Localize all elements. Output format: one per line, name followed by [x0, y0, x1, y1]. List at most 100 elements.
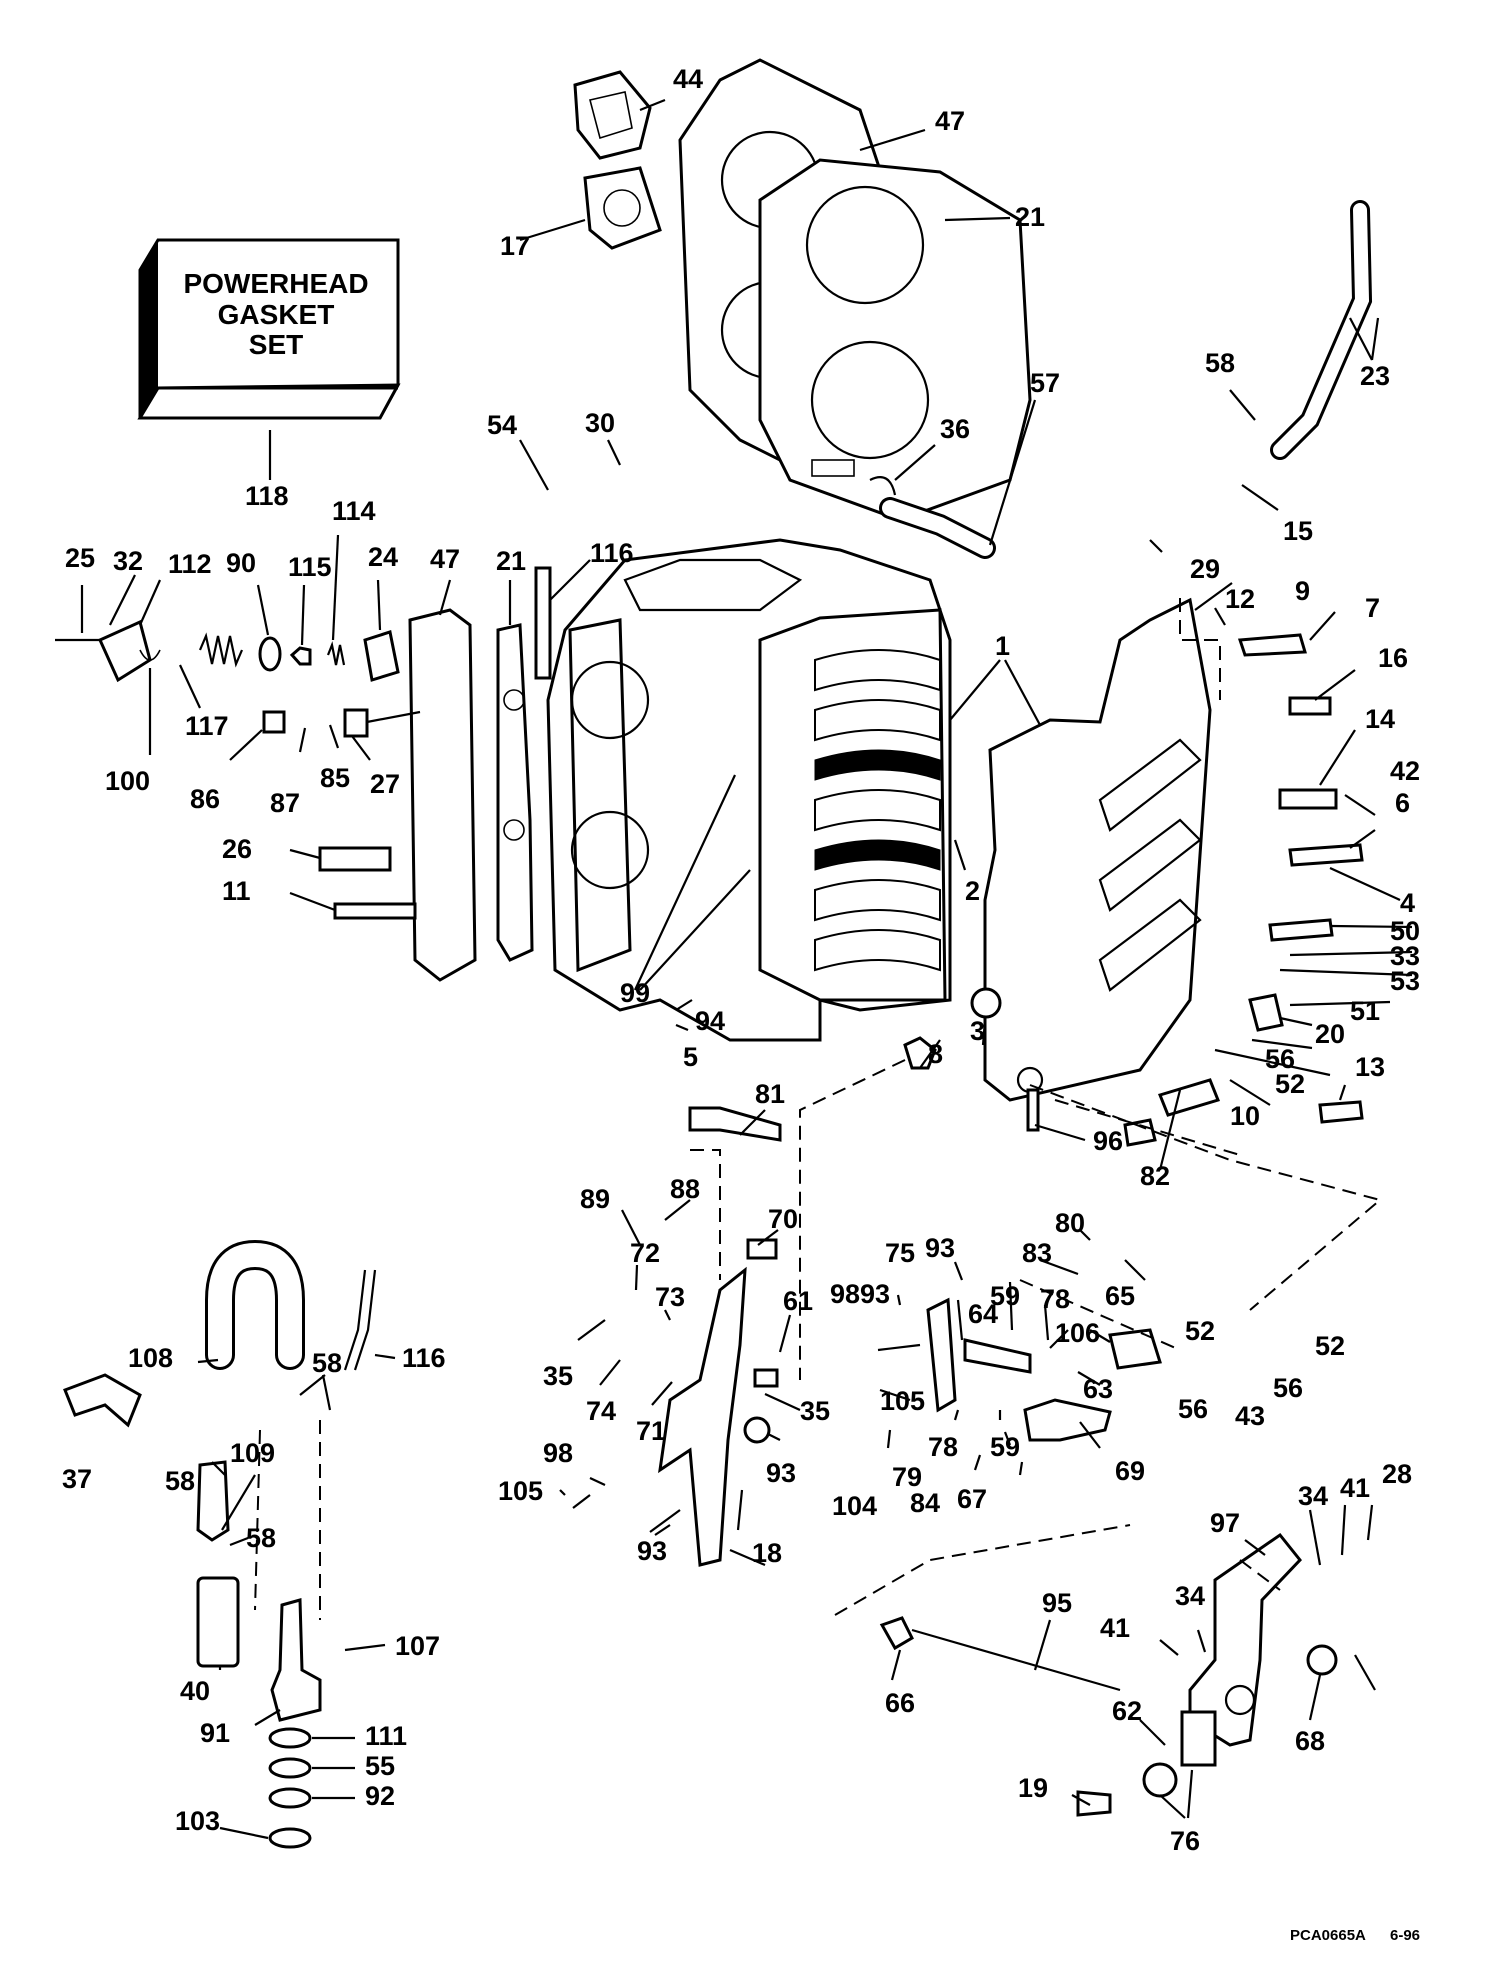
- label-50: 50: [1390, 916, 1420, 946]
- label-37: 107: [395, 1631, 440, 1661]
- gasket-box-line1: POWERHEAD: [183, 268, 368, 299]
- washer-91: [268, 1727, 312, 1749]
- label-63a: 105: [880, 1386, 925, 1416]
- label-106a: 98: [830, 1279, 860, 1309]
- spring-3: [1026, 1088, 1040, 1132]
- bracket-20: [1248, 993, 1284, 1032]
- label-44: 44: [673, 64, 703, 94]
- label-103: 43: [1235, 1401, 1265, 1431]
- fitting-42: [1278, 788, 1338, 810]
- throttle-arm-43: [1188, 1532, 1302, 1747]
- label-83: 65: [1105, 1281, 1135, 1311]
- label-19: 76: [1170, 1826, 1200, 1856]
- fitting-16: [1288, 696, 1332, 716]
- clip-109: [63, 1373, 142, 1428]
- label-23: 23: [1360, 361, 1390, 391]
- label-70: 72: [630, 1238, 660, 1268]
- label-75a: 59: [990, 1281, 1020, 1311]
- label-71: 61: [783, 1286, 813, 1316]
- shaft-67: [1023, 1398, 1112, 1442]
- label-10: 10: [1230, 1101, 1260, 1131]
- washer-92: [268, 1827, 312, 1849]
- label-1: 1: [995, 631, 1010, 661]
- spring-115: [326, 641, 346, 666]
- label-34b: 41: [1100, 1613, 1130, 1643]
- label-82: 80: [1055, 1208, 1085, 1238]
- label-73a: 35: [543, 1361, 573, 1391]
- washer-8: [970, 987, 1002, 1019]
- label-12: 12: [1225, 584, 1255, 614]
- label-64: 63: [1083, 1374, 1113, 1404]
- label-67: 69: [1115, 1456, 1145, 1486]
- label-6: 6: [1395, 788, 1410, 818]
- label-76: 68: [1295, 1726, 1325, 1756]
- label-30: 30: [585, 408, 615, 438]
- part-labels: 44 47 17 21 23 58 57 36 30 54 15 29 12 9…: [62, 64, 1420, 1856]
- gasket-box-line2: GASKET: [218, 299, 335, 330]
- fitting-5: [903, 1036, 937, 1070]
- parts-drawing: [55, 58, 1373, 1849]
- label-29: 29: [1190, 554, 1220, 584]
- label-105: 104: [832, 1491, 877, 1521]
- label-111: 55: [365, 1751, 395, 1781]
- hose-24-lower: [343, 1269, 377, 1371]
- figure-code: PCA0665A: [1290, 1927, 1366, 1944]
- bolt-6: [1288, 843, 1364, 867]
- bolt-50: [1268, 918, 1334, 942]
- valve-90: [289, 646, 312, 666]
- label-9: 9: [1295, 576, 1310, 606]
- washer-61: [743, 1416, 771, 1444]
- label-56b: 56: [1178, 1394, 1208, 1424]
- label-97b: 34: [1175, 1581, 1205, 1611]
- label-17: 17: [500, 231, 530, 261]
- label-21: 21: [1015, 202, 1045, 232]
- fitting-81: [1157, 1078, 1221, 1117]
- label-61a: 93: [766, 1458, 796, 1488]
- gasket-box-line3: SET: [249, 329, 303, 360]
- label-94: 5: [683, 1042, 698, 1072]
- label-36: 36: [940, 414, 970, 444]
- label-13: 13: [1355, 1052, 1385, 1082]
- fitting-13: [1318, 1100, 1364, 1124]
- label-116: 117: [185, 711, 229, 741]
- label-33: 33: [1390, 941, 1420, 971]
- bracket-95: [879, 1616, 914, 1651]
- label-79: 84: [910, 1488, 940, 1518]
- washer-76: [1306, 1644, 1338, 1676]
- link-93: [926, 1297, 957, 1413]
- label-89: 70: [768, 1204, 798, 1234]
- label-109: 37: [62, 1464, 92, 1494]
- label-117: 100: [105, 766, 150, 796]
- label-47b: 47: [430, 544, 460, 574]
- spring-116: [198, 632, 244, 668]
- label-52a: 52: [1275, 1069, 1305, 1099]
- label-21b: 21: [496, 546, 526, 576]
- switch-78: [1108, 1328, 1162, 1370]
- label-52c: 52: [1315, 1331, 1345, 1361]
- label-7: 7: [1365, 593, 1380, 623]
- label-74: 71: [636, 1416, 666, 1446]
- label-91: 111: [365, 1721, 407, 1751]
- label-58b: 58: [312, 1348, 342, 1378]
- sleeve-83: [1123, 1118, 1157, 1147]
- label-35: 74: [586, 1396, 616, 1426]
- label-118: 118: [245, 481, 289, 511]
- bolt-26: [333, 902, 417, 920]
- label-72: 73: [655, 1282, 685, 1312]
- label-78: 106: [1055, 1318, 1100, 1348]
- label-112: 90: [226, 548, 256, 578]
- gasket-17: [583, 166, 662, 250]
- label-59b: 78: [928, 1432, 958, 1462]
- label-81: 82: [1140, 1161, 1170, 1191]
- label-15: 15: [1283, 516, 1313, 546]
- label-32: 32: [113, 546, 143, 576]
- label-98: 64: [968, 1299, 998, 1329]
- bolt-7: [1237, 633, 1307, 657]
- label-69: 18: [752, 1538, 782, 1568]
- label-58d: 58: [246, 1523, 276, 1553]
- label-11: 99: [620, 978, 650, 1008]
- label-107: 40: [180, 1676, 210, 1706]
- label-34a: 41: [1340, 1473, 1370, 1503]
- label-17b: 112: [168, 549, 212, 579]
- label-61c: 93: [860, 1279, 890, 1309]
